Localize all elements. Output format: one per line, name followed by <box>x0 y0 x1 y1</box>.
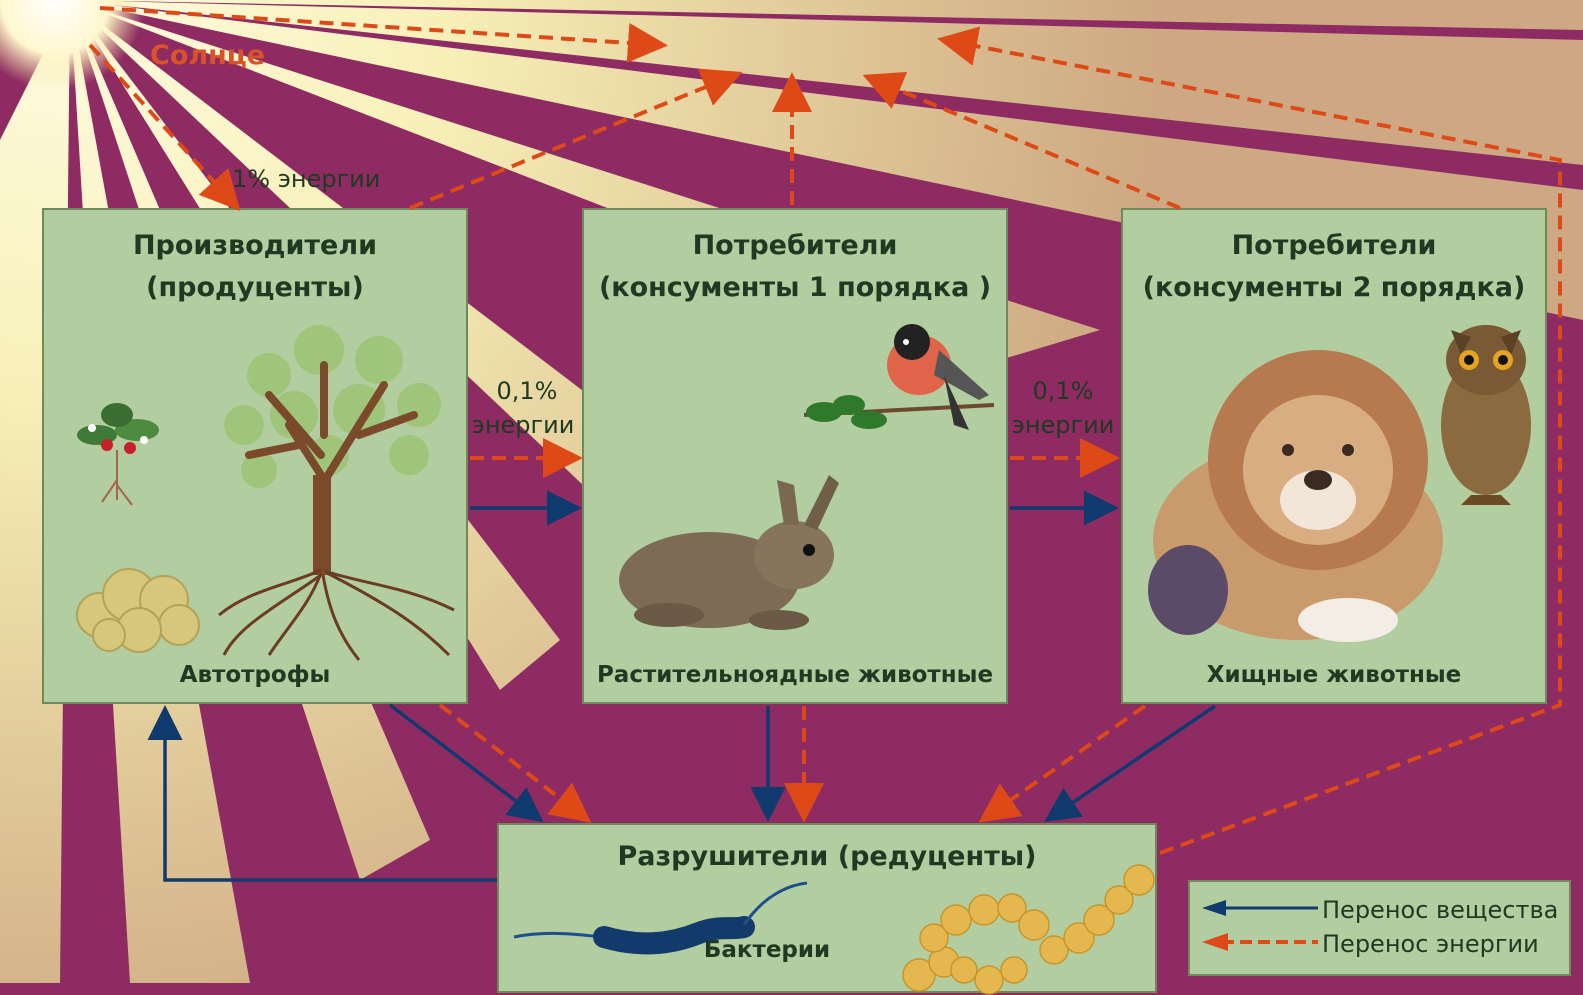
lichen-icon <box>69 555 204 655</box>
sun-label: Солнце <box>150 40 265 71</box>
consumers1-box: Потребители (консументы 1 порядка ) Раст… <box>582 208 1008 704</box>
decomposers-box: Разрушители (редуценты) Бактерии <box>497 823 1157 993</box>
producers-title-line1: Производители <box>44 226 466 266</box>
consumers2-title-line2: (консументы 2 порядка) <box>1123 268 1545 308</box>
legend: Перенос вещества Перенос энергии <box>1188 880 1571 976</box>
consumers1-to-consumers2-label-line2: энергии <box>1008 408 1118 442</box>
bullfinch-icon <box>794 320 1004 450</box>
consumers2-title-line1: Потребители <box>1123 226 1545 266</box>
legend-energy-arrow-icon <box>1200 932 1320 952</box>
consumers2-box: Потребители (консументы 2 порядка) Хищны… <box>1121 208 1547 704</box>
legend-matter-arrow-icon <box>1200 898 1320 918</box>
consumers1-title-line2: (консументы 1 порядка ) <box>584 268 1006 308</box>
producers-title-line2: (продуценты) <box>44 268 466 308</box>
producers-box: Производители (продуценты) Автотрофы <box>42 208 468 704</box>
legend-energy-label: Перенос энергии <box>1322 930 1539 958</box>
consumers2-caption: Хищные животные <box>1123 662 1545 688</box>
tree-icon <box>209 325 464 665</box>
strawberry-plant-icon <box>62 390 172 510</box>
consumers1-title-line1: Потребители <box>584 226 1006 266</box>
producers-to-consumers1-label-line1: 0,1% <box>482 374 572 408</box>
sun-to-producers-label: 1% энергии <box>232 162 380 196</box>
cocci-bacteria-icon <box>894 850 1159 995</box>
producers-to-consumers1-label-line2: энергии <box>468 408 578 442</box>
legend-matter-label: Перенос вещества <box>1322 896 1558 924</box>
consumers1-caption: Растительноядные животные <box>584 662 1006 688</box>
lion-icon <box>1148 340 1448 650</box>
rabbit-icon <box>609 475 854 635</box>
producers-caption: Автотрофы <box>44 662 466 688</box>
consumers1-to-consumers2-label-line1: 0,1% <box>1018 374 1108 408</box>
